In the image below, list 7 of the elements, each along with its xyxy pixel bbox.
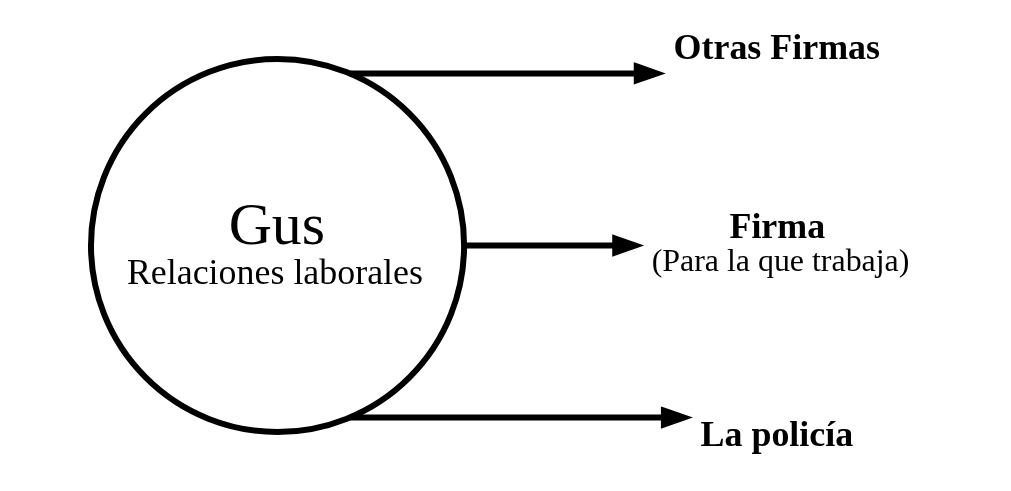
node-text: La policía [700,413,853,454]
node-circle: Gus Relaciones laborales [87,55,467,436]
node-text: Firma (Para la que trabaja) [651,206,909,279]
node-text: Otras Firmas [673,26,880,67]
arrow [464,234,644,257]
arrow [349,62,666,85]
arrow [349,406,693,429]
